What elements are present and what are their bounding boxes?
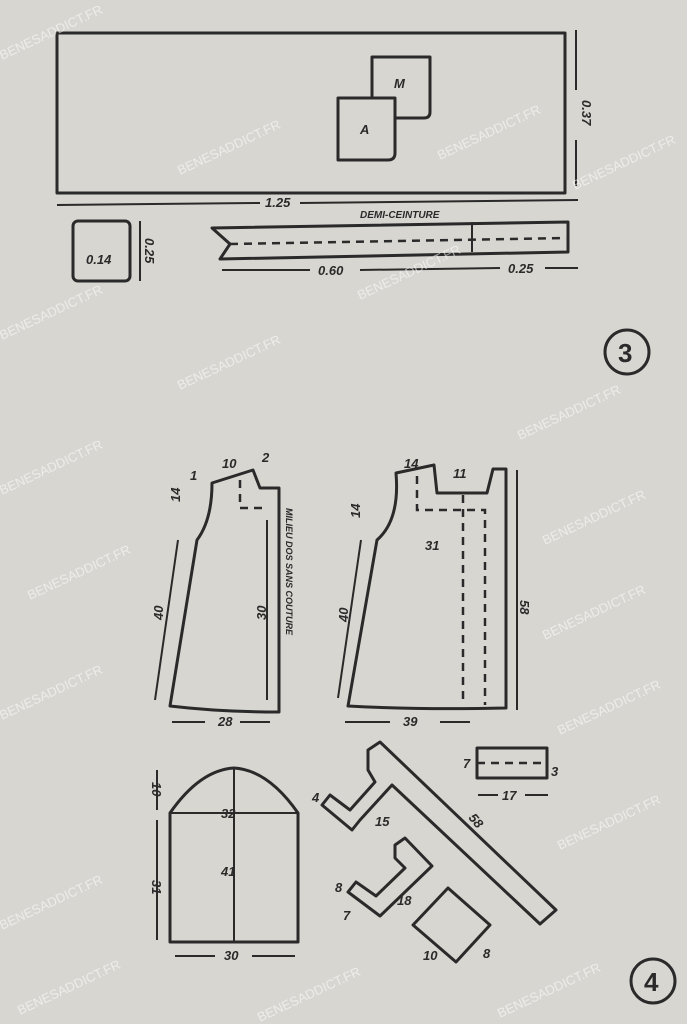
back-shoulder-label: 10 — [222, 456, 237, 471]
back-center-label: 30 — [254, 605, 269, 620]
figure-number-circle — [603, 328, 651, 376]
sleeve-bottom-label: 30 — [224, 948, 239, 963]
belt-fold-line — [229, 236, 567, 246]
tab-depth-label: 3 — [551, 764, 559, 779]
large-facing-piece — [320, 740, 558, 926]
watermark: BENESADDICT.FR — [435, 102, 543, 163]
front-center-label: 58 — [517, 600, 532, 615]
figure-4: 10 2 1 14 40 30 MILIEU DOS SANS COUTURE … — [149, 450, 677, 1005]
tab-width-label: 17 — [502, 788, 517, 803]
watermark: BENESADDICT.FR — [175, 117, 283, 178]
watermark: BENESADDICT.FR — [570, 132, 678, 193]
watermark: BENESADDICT.FR — [0, 282, 105, 343]
front-armhole-label: 14 — [348, 503, 363, 518]
watermark: BENESADDICT.FR — [0, 872, 105, 933]
width-label: 1.25 — [265, 195, 291, 210]
tab-height-label: 7 — [463, 756, 471, 771]
sleeve-cap-label: 10 — [149, 782, 164, 797]
figure-number-circle — [629, 957, 677, 1005]
pattern-piece-m — [370, 55, 432, 120]
watermark: BENESADDICT.FR — [175, 332, 283, 393]
square-side-a-label: 10 — [423, 948, 438, 963]
belt-end-label: 0.25 — [508, 261, 534, 276]
small-facing-end-label: 8 — [335, 880, 343, 895]
back-neck-label: 2 — [261, 450, 270, 465]
watermark: BENESADDICT.FR — [540, 487, 648, 548]
watermark: BENESADDICT.FR — [255, 964, 363, 1024]
back-armhole-label: 14 — [168, 487, 183, 502]
fabric-rectangle — [55, 31, 567, 195]
back-offset-label: 1 — [190, 468, 197, 483]
belt-piece — [210, 220, 570, 261]
front-hem-label: 39 — [403, 714, 418, 729]
figure-number: 3 — [618, 338, 632, 368]
height-label: 0.37 — [579, 100, 594, 126]
pocket-height-label: 0.25 — [142, 238, 157, 264]
front-body-label: 31 — [425, 538, 439, 553]
sleeve-side-label: 31 — [149, 880, 164, 894]
pocket-width-label: 0.14 — [86, 252, 112, 267]
dimension-line — [154, 539, 179, 701]
dimension-line — [337, 539, 362, 699]
piece-a-label: A — [359, 122, 369, 137]
pocket-piece — [71, 219, 132, 283]
sleeve-center-label: 41 — [220, 864, 235, 879]
small-facing-piece — [346, 836, 434, 918]
watermark: BENESADDICT.FR — [15, 957, 123, 1018]
piece-m-label: M — [394, 76, 406, 91]
back-side-label: 40 — [151, 605, 166, 621]
figure-number: 4 — [644, 967, 659, 997]
watermark: BENESADDICT.FR — [555, 677, 663, 738]
watermark: BENESADDICT.FR — [555, 792, 663, 853]
watermark: BENESADDICT.FR — [25, 542, 133, 603]
small-facing-width-label: 7 — [343, 908, 351, 923]
small-facing-length-label: 18 — [397, 893, 412, 908]
front-bodice-piece — [346, 463, 508, 711]
belt-length-label: 0.60 — [318, 263, 344, 278]
watermark: BENESADDICT.FR — [0, 437, 105, 498]
sleeve-width-label: 32 — [221, 806, 236, 821]
back-center-note: MILIEU DOS SANS COUTURE — [284, 508, 294, 636]
large-facing-width-label: 15 — [375, 814, 390, 829]
watermark: BENESADDICT.FR — [495, 960, 603, 1021]
figure-3: M A 1.25 0.37 0.14 0.25 DEMI-CEINTURE 0.… — [55, 30, 651, 376]
watermark: BENESADDICT.FR — [515, 382, 623, 443]
front-neck-label: 11 — [453, 466, 467, 481]
watermark: BENESADDICT.FR — [0, 662, 105, 723]
dimension-line — [299, 199, 579, 204]
front-facing-line — [415, 476, 487, 705]
square-side-b-label: 8 — [483, 946, 491, 961]
pattern-piece-a — [336, 96, 397, 162]
watermark: BENESADDICT.FR — [355, 242, 463, 303]
dimension-line — [359, 267, 501, 271]
large-facing-end-label: 4 — [311, 790, 320, 805]
back-hem-label: 28 — [217, 714, 233, 729]
belt-title: DEMI-CEINTURE — [360, 210, 440, 221]
front-side-label: 40 — [336, 607, 351, 623]
square-facing-piece — [411, 886, 492, 964]
front-shoulder-label: 14 — [404, 456, 419, 471]
watermark: BENESADDICT.FR — [540, 582, 648, 643]
back-facing-line — [238, 480, 268, 510]
back-bodice-piece — [168, 468, 281, 714]
dimension-line — [56, 202, 261, 206]
